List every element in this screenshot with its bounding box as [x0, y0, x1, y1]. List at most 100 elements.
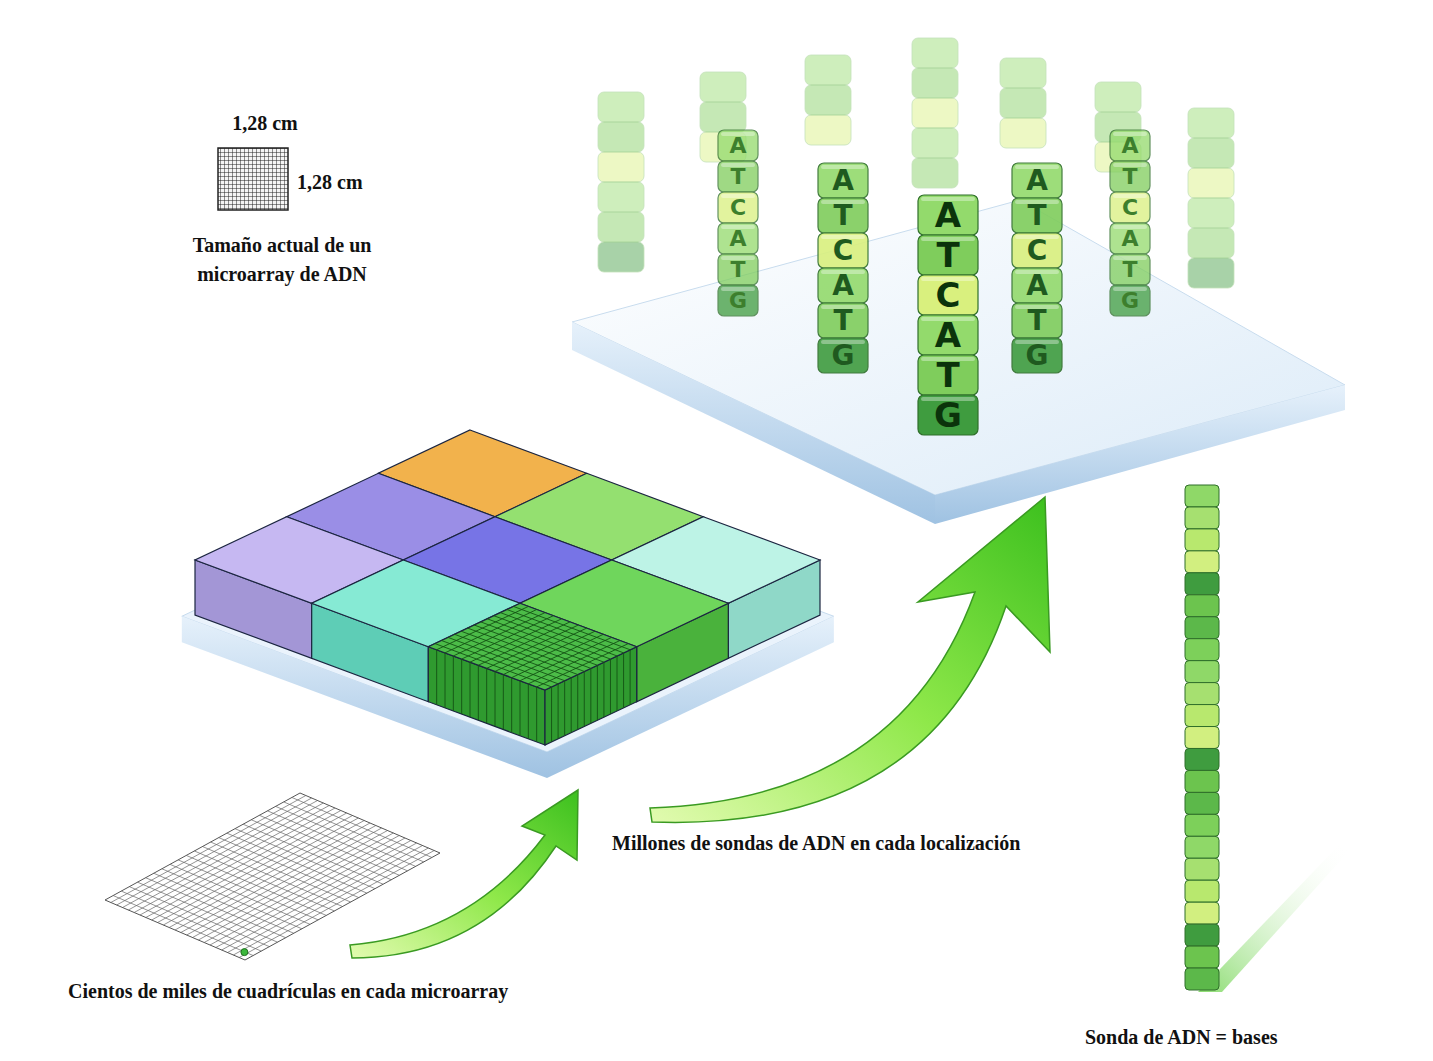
base-letter: C	[918, 275, 978, 315]
base-letter: T	[718, 254, 758, 285]
probe-tube-line	[478, 665, 479, 720]
chip-slab-top	[182, 481, 834, 752]
faded-probe-cell	[912, 158, 958, 188]
probe-cell	[718, 285, 758, 316]
caption-label: Cientos de miles de cuadrículas en cada …	[68, 978, 508, 1004]
probe-tube-line	[597, 665, 598, 720]
probe-base-cell	[1185, 595, 1219, 617]
faded-probe-cell	[1188, 198, 1234, 228]
base-letter: A	[718, 223, 758, 254]
probe-base-cell	[1185, 617, 1219, 639]
probe-grid-line	[503, 631, 595, 674]
flat-grid-line	[170, 864, 310, 924]
probe-cell	[1012, 233, 1062, 268]
probe-grid-line	[537, 644, 629, 687]
base-letter: T	[1110, 161, 1150, 192]
flat-grid-line	[163, 818, 358, 925]
base-letter: A	[1012, 163, 1062, 198]
faded-probe-cell	[1000, 58, 1046, 88]
probe-base-cell	[1185, 683, 1219, 705]
base-letter: A	[1110, 130, 1150, 161]
probe-base-cell	[1185, 507, 1219, 529]
probe-cell	[1110, 285, 1150, 316]
flat-grid-line	[162, 869, 302, 929]
probe-base-cell	[1185, 529, 1219, 551]
base-letter: G	[918, 395, 978, 435]
base-letter: T	[1012, 198, 1062, 233]
faded-probe-cell	[1000, 88, 1046, 118]
base-letter: T	[1012, 303, 1062, 338]
probe-base-cell	[1185, 924, 1219, 946]
probe-tube-line	[551, 687, 552, 742]
base-letter: T	[818, 198, 868, 233]
faded-probe-cell	[598, 212, 644, 242]
faded-probe-cell	[912, 98, 958, 128]
faded-probe-cell	[598, 122, 644, 152]
probe-grid-line	[468, 628, 585, 671]
faded-probe-cell	[1000, 118, 1046, 148]
faded-probe-cell	[598, 152, 644, 182]
probe-tube-line	[623, 653, 624, 708]
probe-cell	[818, 233, 868, 268]
flat-grid-line	[169, 821, 364, 928]
probe-base-cell	[1185, 814, 1219, 836]
base-letter: T	[818, 303, 868, 338]
base-letter: A	[818, 163, 868, 198]
probe-tube-line	[584, 671, 585, 726]
probe-cell	[818, 338, 868, 373]
probe-base-cell	[1185, 880, 1219, 902]
probe-tube-line	[503, 675, 504, 730]
flat-grid-line	[198, 833, 393, 940]
flat-grid-line	[154, 873, 294, 933]
flat-grid-line	[194, 851, 334, 911]
probe-tube-line	[558, 684, 559, 739]
flat-grid-line	[228, 846, 423, 953]
faded-probe-cell	[912, 38, 958, 68]
probe-tube-line	[470, 662, 471, 717]
faded-probe-cell	[912, 68, 958, 98]
probe-tube-line	[511, 678, 512, 733]
probe-grid-line	[528, 640, 620, 683]
probe-cell	[718, 161, 758, 192]
base-letter: G	[1012, 338, 1062, 373]
probe-grid-line	[448, 637, 565, 680]
probe-base-cell	[1185, 902, 1219, 924]
probe-grid-line	[435, 644, 552, 687]
probe-cell	[918, 395, 978, 435]
probe-grid-line	[441, 640, 558, 683]
chip-tile	[428, 603, 636, 690]
base-letter: A	[818, 268, 868, 303]
probe-base-cell	[1185, 551, 1219, 573]
probe-grid-line	[520, 637, 612, 680]
dimension-label: 1,28 cm	[297, 169, 363, 195]
base-letter: A	[1012, 268, 1062, 303]
probe-base-cell	[1185, 858, 1219, 880]
probe-platform-side	[935, 385, 1345, 524]
caption-label: Tamaño actual de un microarray de ADN	[157, 231, 407, 289]
flat-grid-line	[181, 826, 376, 933]
base-letter: T	[1110, 254, 1150, 285]
faded-probe-cell	[1188, 108, 1234, 138]
flat-grid-line	[222, 843, 417, 950]
probe-base-cell	[1185, 748, 1219, 770]
base-letter: C	[1012, 233, 1062, 268]
flat-grid-line	[204, 836, 399, 943]
faded-probe-cell	[1188, 138, 1234, 168]
probe-shadow	[1198, 846, 1350, 992]
probe-cell	[1110, 130, 1150, 161]
probe-grid-line	[512, 634, 604, 677]
base-letter: C	[718, 192, 758, 223]
selected-cell	[241, 949, 248, 956]
probe-cell	[1110, 223, 1150, 254]
probe-tube-line	[536, 687, 537, 742]
probe-cell	[1110, 254, 1150, 285]
caption-label: Sonda de ADN = bases	[1085, 1024, 1278, 1050]
probe-tube-line	[520, 681, 521, 736]
base-letter: A	[1110, 223, 1150, 254]
faded-probe-cell	[598, 92, 644, 122]
curved-arrow	[650, 497, 1050, 822]
probe-tube-line	[617, 656, 618, 711]
probe-tube-line	[571, 678, 572, 733]
probe-base-cell	[1185, 968, 1219, 990]
